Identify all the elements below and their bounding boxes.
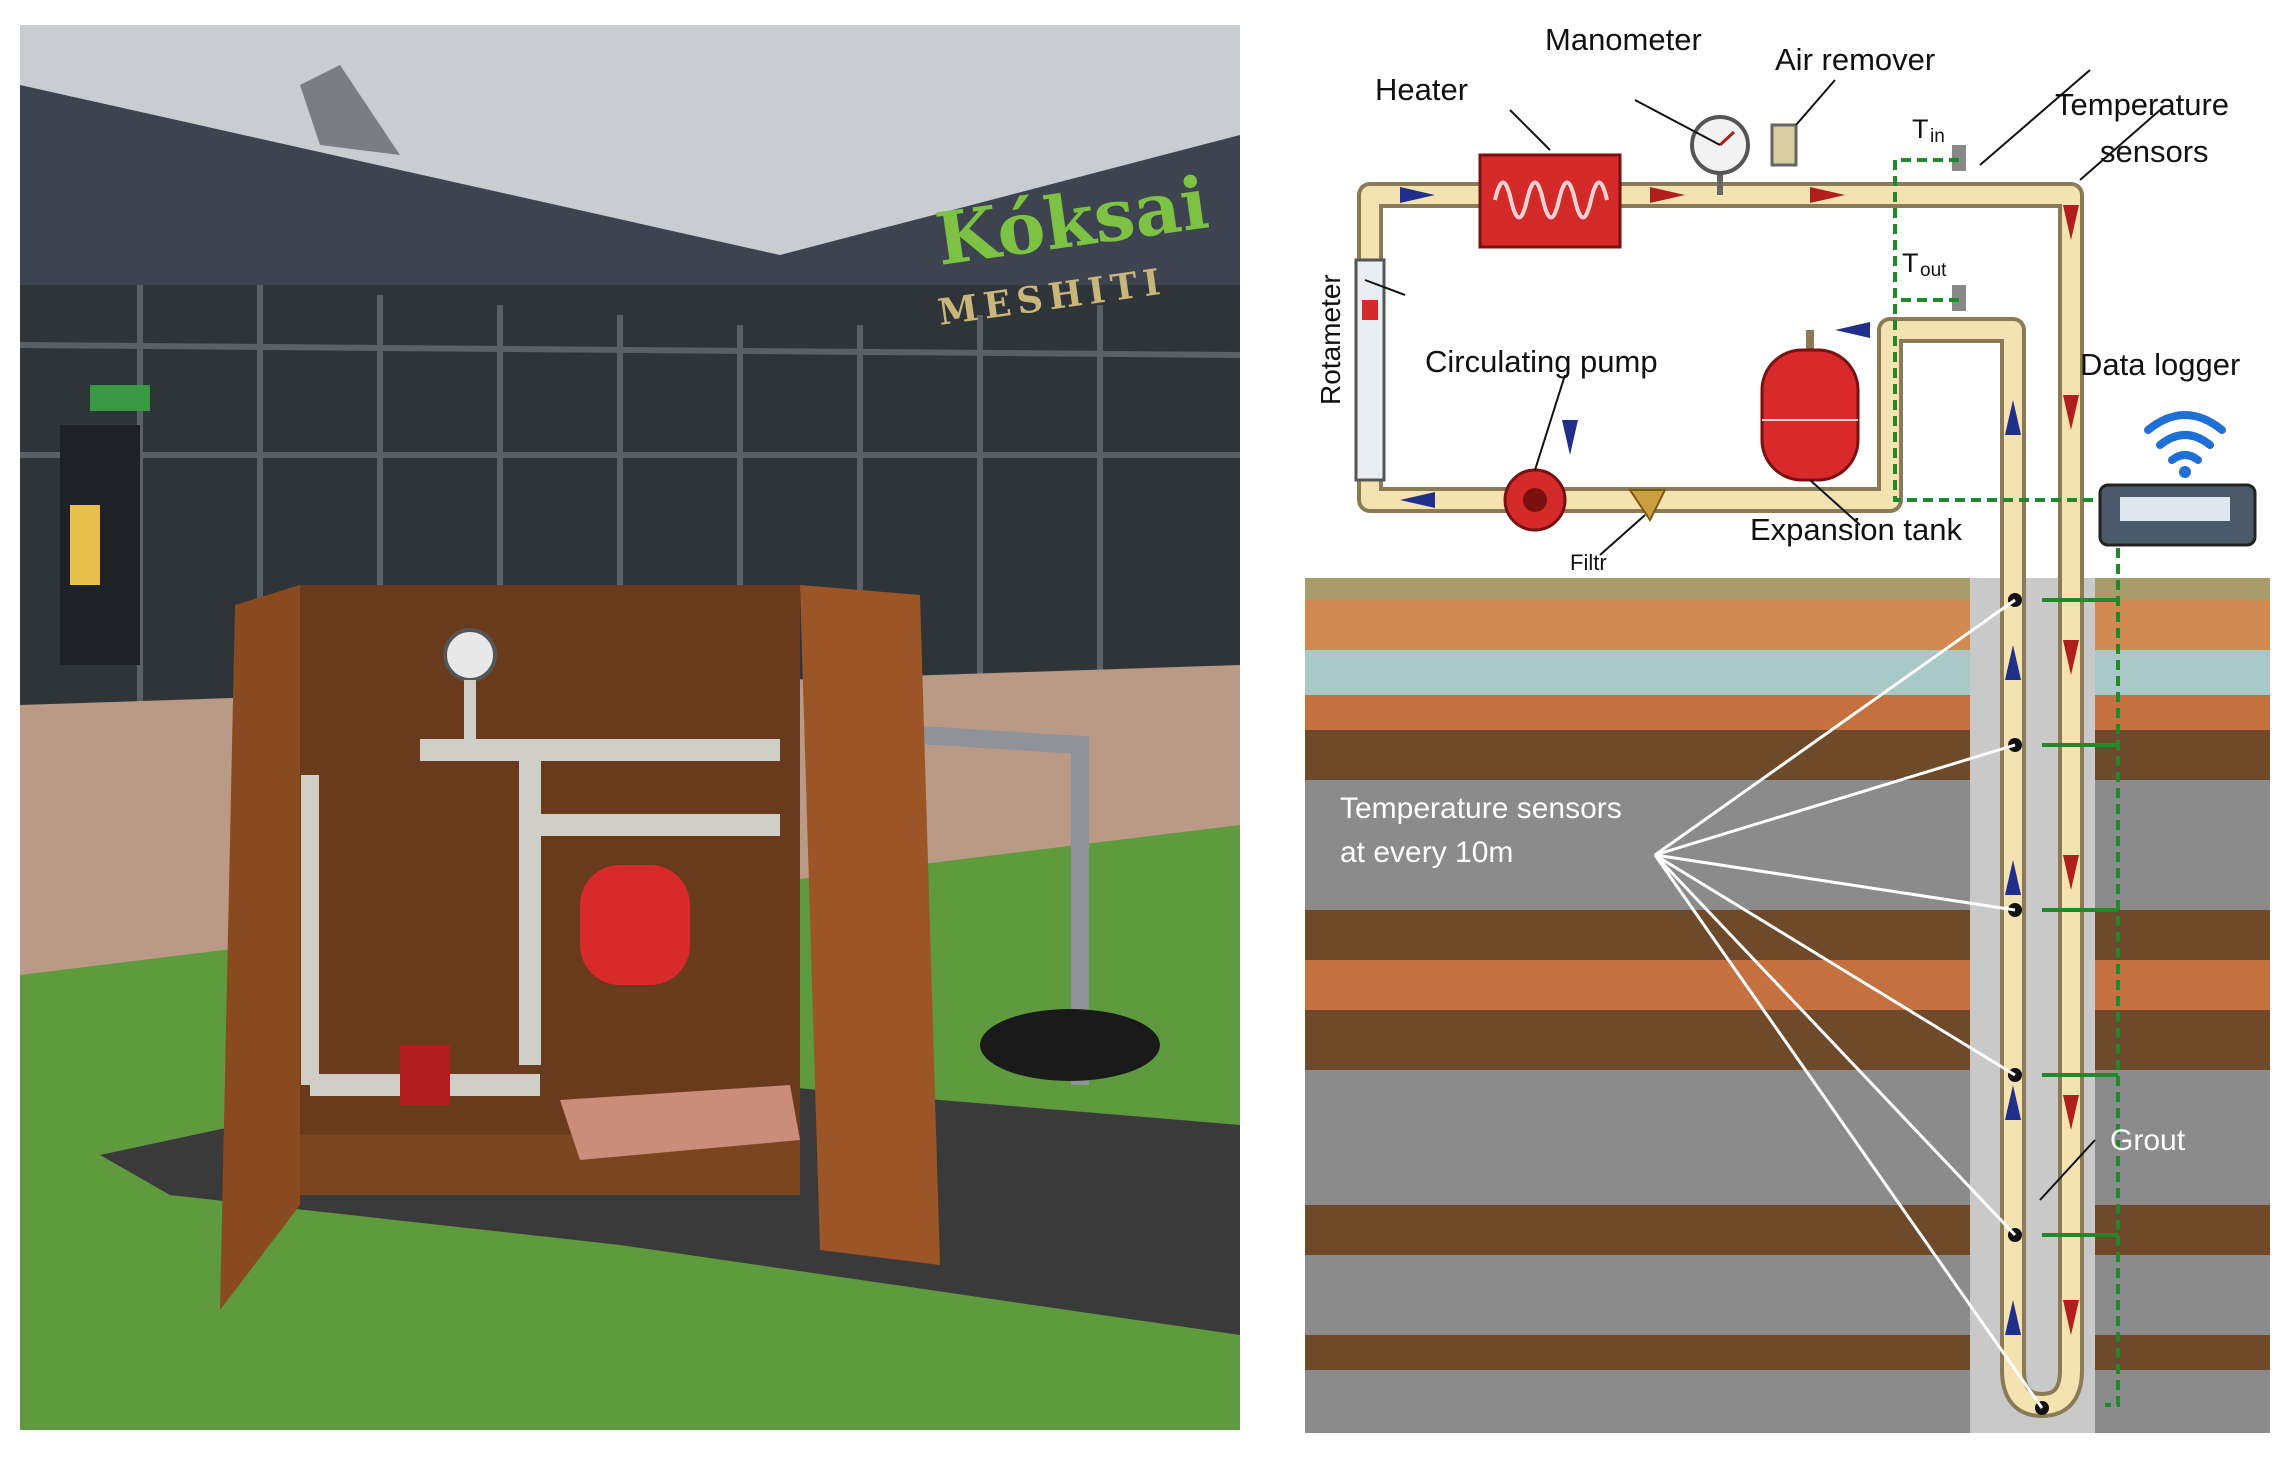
cabinet-right-door — [800, 585, 940, 1265]
label-temperature: Temperature — [2055, 87, 2229, 122]
label-t-out: T out — [1902, 248, 1947, 281]
label-filtr: Filtr — [1570, 550, 1607, 575]
label-air-remover: Air remover — [1775, 42, 1935, 77]
sensor-leader-lines — [1653, 598, 2044, 1409]
data-logger — [2098, 483, 2257, 547]
label-sensors: sensors — [2100, 134, 2209, 169]
label-t-out-main: T — [1902, 248, 1919, 278]
label-t-out-sub: out — [1920, 260, 1947, 281]
label-expansion-tank: Expansion tank — [1750, 512, 1962, 547]
photo-expansion-tank — [580, 865, 690, 985]
ground-layers — [1305, 578, 2270, 1433]
label-temp-sensors-line2: at every 10m — [1340, 836, 1513, 869]
label-manometer: Manometer — [1545, 22, 1702, 57]
rotameter — [1354, 258, 1386, 482]
cabinet-left-door — [220, 585, 300, 1310]
photo-pump — [400, 1045, 450, 1105]
flow-arrows-down — [2063, 205, 2079, 1335]
site-photo: Kóksai MESHITI — [20, 25, 1240, 1430]
label-circulating-pump: Circulating pump — [1425, 344, 1658, 379]
air-remover — [1770, 123, 1798, 167]
label-grout: Grout — [2110, 1124, 2186, 1157]
photo-manometer — [443, 628, 497, 682]
label-temp-sensors-line1: Temperature sensors — [1340, 792, 1622, 825]
label-rotameter: Rotameter — [1315, 274, 1346, 405]
filter — [1628, 489, 1667, 522]
wifi-icon — [2144, 411, 2226, 464]
heater — [1478, 153, 1622, 249]
label-t-in-sub: in — [1930, 126, 1945, 147]
system-diagram: Manometer Air remover Heater Temperature… — [1305, 22, 2270, 1433]
flow-arrows-up — [1562, 400, 2021, 1335]
sensor-wires — [1893, 158, 2140, 1407]
label-t-in: T in — [1912, 114, 1945, 147]
circulating-pump — [1503, 468, 1567, 532]
label-t-in-main: T — [1912, 114, 1929, 144]
label-heater: Heater — [1375, 72, 1468, 107]
cabinet-back — [300, 585, 800, 1165]
expansion-tank — [1760, 330, 1860, 482]
label-data-logger: Data logger — [2080, 347, 2240, 382]
label-leaders — [1364, 69, 2161, 1201]
flow-arrows-horizontal — [1400, 187, 1870, 508]
